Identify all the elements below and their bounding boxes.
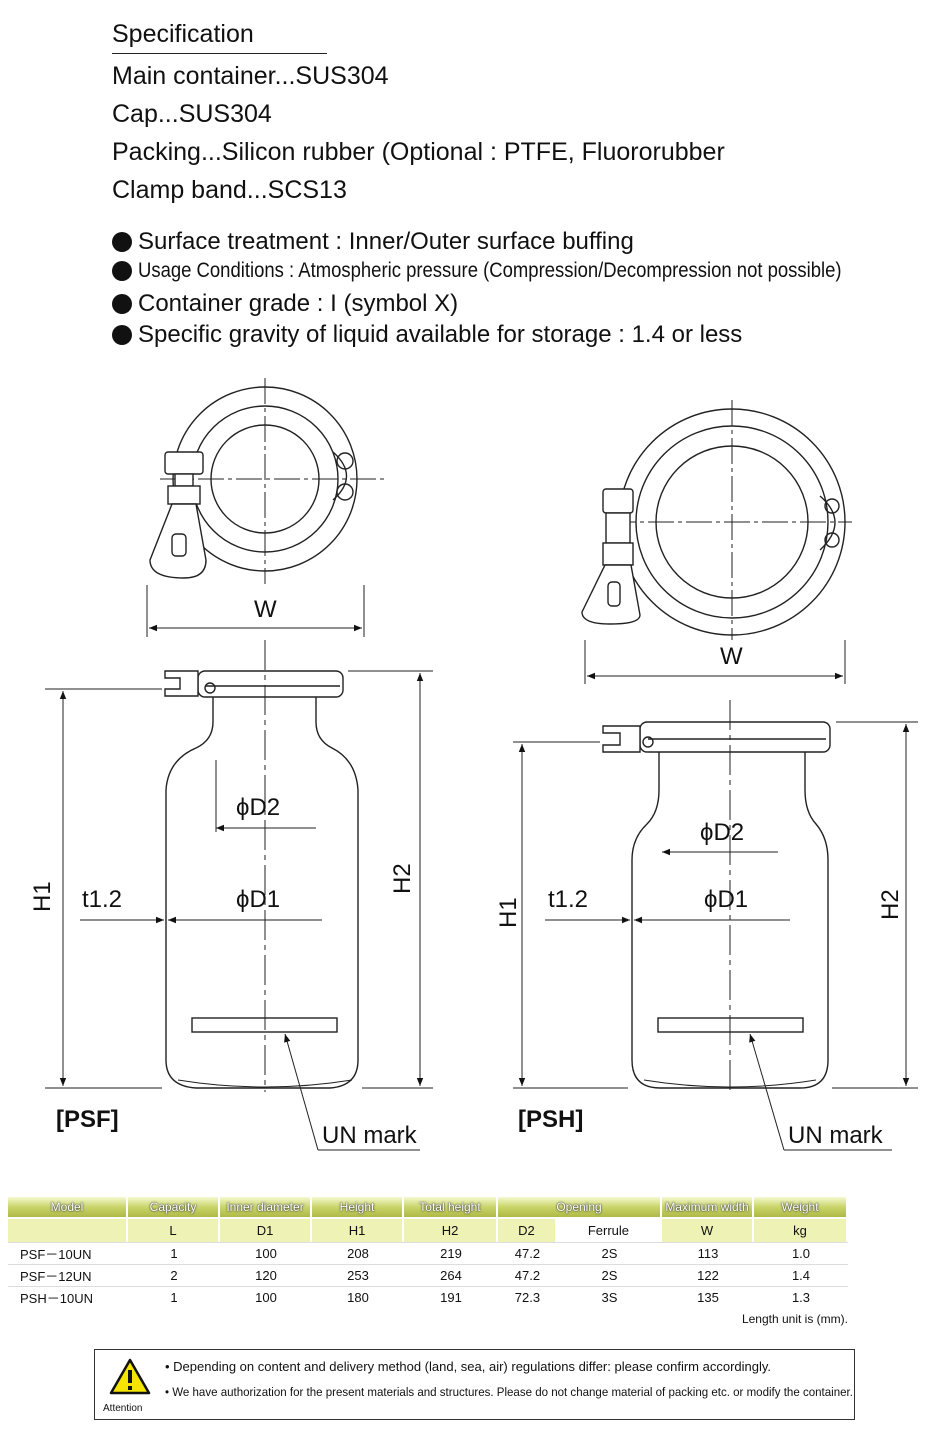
psf-un-mark-label: UN mark bbox=[322, 1122, 418, 1149]
bullet-dot-icon bbox=[112, 294, 132, 314]
spec-title-underline bbox=[112, 53, 327, 54]
header-height: Height bbox=[312, 1197, 404, 1217]
psf-w-label: W bbox=[254, 596, 277, 623]
cell-w: 122 bbox=[662, 1264, 754, 1286]
cell-d2: 72.3 bbox=[498, 1286, 557, 1308]
unit-cell: kg bbox=[754, 1217, 848, 1242]
psh-un-mark-label: UN mark bbox=[788, 1122, 884, 1149]
cell-model: PSH－10UN bbox=[8, 1286, 128, 1308]
unit-cell: D1 bbox=[220, 1217, 312, 1242]
psf-side-view bbox=[45, 640, 433, 1151]
cell-ferrule: 3S bbox=[556, 1286, 662, 1308]
header-weight: Weight bbox=[754, 1197, 848, 1217]
psf-top-view bbox=[146, 378, 385, 637]
cell-capacity: 1 bbox=[128, 1286, 220, 1308]
unit-cell: H2 bbox=[404, 1217, 498, 1242]
cell-h2: 219 bbox=[404, 1242, 498, 1264]
spec-title: Specification bbox=[112, 20, 254, 48]
psh-d2-label: ϕD2 bbox=[700, 819, 744, 846]
header-maximum-width: Maximum width bbox=[662, 1197, 754, 1217]
cell-d1: 120 bbox=[220, 1264, 312, 1286]
psh-w-label: W bbox=[720, 643, 743, 670]
cell-h1: 208 bbox=[312, 1242, 404, 1264]
psh-top-view bbox=[581, 400, 852, 684]
cell-capacity: 2 bbox=[128, 1264, 220, 1286]
table-header-row: Model Capacity Inner diameter Height Tot… bbox=[8, 1197, 848, 1217]
attention-line-2: • We have authorization for the present … bbox=[165, 1385, 853, 1399]
psh-d1-label: ϕD1 bbox=[704, 886, 748, 913]
psh-t-label: t1.2 bbox=[548, 886, 588, 913]
specification-table: Model Capacity Inner diameter Height Tot… bbox=[8, 1197, 848, 1308]
unit-cell: D2 bbox=[498, 1217, 557, 1242]
attention-label: Attention bbox=[103, 1403, 143, 1414]
psh-side-view bbox=[513, 700, 918, 1151]
table-row: PSH－10UN 1 100 180 191 72.3 3S 135 1.3 bbox=[8, 1286, 848, 1308]
cell-w: 113 bbox=[662, 1242, 754, 1264]
bullet-specific-gravity: Specific gravity of liquid available for… bbox=[112, 321, 742, 349]
spec-clamp-band: Clamp band...SCS13 bbox=[112, 176, 347, 204]
psh-h1-label: H1 bbox=[495, 897, 522, 928]
bullet-dot-icon bbox=[112, 261, 132, 281]
unit-cell-ferrule: Ferrule bbox=[556, 1217, 662, 1242]
header-total-height: Total height bbox=[404, 1197, 498, 1217]
header-inner-diameter: Inner diameter bbox=[220, 1197, 312, 1217]
bullet-text: Container grade : I (symbol X) bbox=[138, 290, 459, 317]
psf-h1-label: H1 bbox=[29, 881, 56, 912]
spec-packing: Packing...Silicon rubber (Optional : PTF… bbox=[112, 138, 725, 166]
unit-cell: L bbox=[128, 1217, 220, 1242]
bullet-dot-icon bbox=[112, 325, 132, 345]
warning-triangle-icon bbox=[109, 1358, 151, 1395]
cell-d2: 47.2 bbox=[498, 1242, 557, 1264]
psf-t-label: t1.2 bbox=[82, 886, 122, 913]
psf-model-label: [PSF] bbox=[56, 1106, 119, 1133]
cell-h1: 180 bbox=[312, 1286, 404, 1308]
psf-d1-label: ϕD1 bbox=[236, 886, 280, 913]
length-unit-note: Length unit is (mm). bbox=[741, 1312, 848, 1326]
table-row: PSF－12UN 2 120 253 264 47.2 2S 122 1.4 bbox=[8, 1264, 848, 1286]
unit-cell bbox=[8, 1217, 128, 1242]
header-model: Model bbox=[8, 1197, 128, 1217]
cell-weight: 1.0 bbox=[754, 1242, 848, 1264]
unit-cell: H1 bbox=[312, 1217, 404, 1242]
attention-line-1: • Depending on content and delivery meth… bbox=[165, 1359, 772, 1374]
bullet-surface-treatment: Surface treatment : Inner/Outer surface … bbox=[112, 228, 634, 256]
cell-ferrule: 2S bbox=[556, 1242, 662, 1264]
psf-h2-label: H2 bbox=[389, 863, 416, 894]
psh-model-label: [PSH] bbox=[518, 1106, 583, 1133]
attention-box: Attention • Depending on content and del… bbox=[94, 1349, 855, 1420]
cell-weight: 1.3 bbox=[754, 1286, 848, 1308]
cell-w: 135 bbox=[662, 1286, 754, 1308]
cell-d1: 100 bbox=[220, 1286, 312, 1308]
table-row: PSF－10UN 1 100 208 219 47.2 2S 113 1.0 bbox=[8, 1242, 848, 1264]
cell-d1: 100 bbox=[220, 1242, 312, 1264]
bullet-dot-icon bbox=[112, 232, 132, 252]
header-opening: Opening bbox=[498, 1197, 662, 1217]
cell-d2: 47.2 bbox=[498, 1264, 557, 1286]
bullet-usage-conditions: Usage Conditions : Atmospheric pressure … bbox=[112, 259, 938, 283]
cell-h1: 253 bbox=[312, 1264, 404, 1286]
psh-h2-label: H2 bbox=[877, 889, 904, 920]
spec-main-container: Main container...SUS304 bbox=[112, 62, 389, 90]
psf-d2-label: ϕD2 bbox=[236, 794, 280, 821]
cell-model: PSF－10UN bbox=[8, 1242, 128, 1264]
bullet-text: Surface treatment : Inner/Outer surface … bbox=[138, 228, 634, 255]
bullet-container-grade: Container grade : I (symbol X) bbox=[112, 290, 458, 318]
cell-h2: 264 bbox=[404, 1264, 498, 1286]
cell-ferrule: 2S bbox=[556, 1264, 662, 1286]
table-units-row: L D1 H1 H2 D2 Ferrule W kg bbox=[8, 1217, 848, 1242]
cell-model: PSF－12UN bbox=[8, 1264, 128, 1286]
unit-cell: W bbox=[662, 1217, 754, 1242]
bullet-text: Specific gravity of liquid available for… bbox=[138, 321, 743, 348]
bullet-text: Usage Conditions : Atmospheric pressure … bbox=[138, 259, 842, 282]
cell-capacity: 1 bbox=[128, 1242, 220, 1264]
cell-h2: 191 bbox=[404, 1286, 498, 1308]
cell-weight: 1.4 bbox=[754, 1264, 848, 1286]
header-capacity: Capacity bbox=[128, 1197, 220, 1217]
spec-cap: Cap...SUS304 bbox=[112, 100, 272, 128]
